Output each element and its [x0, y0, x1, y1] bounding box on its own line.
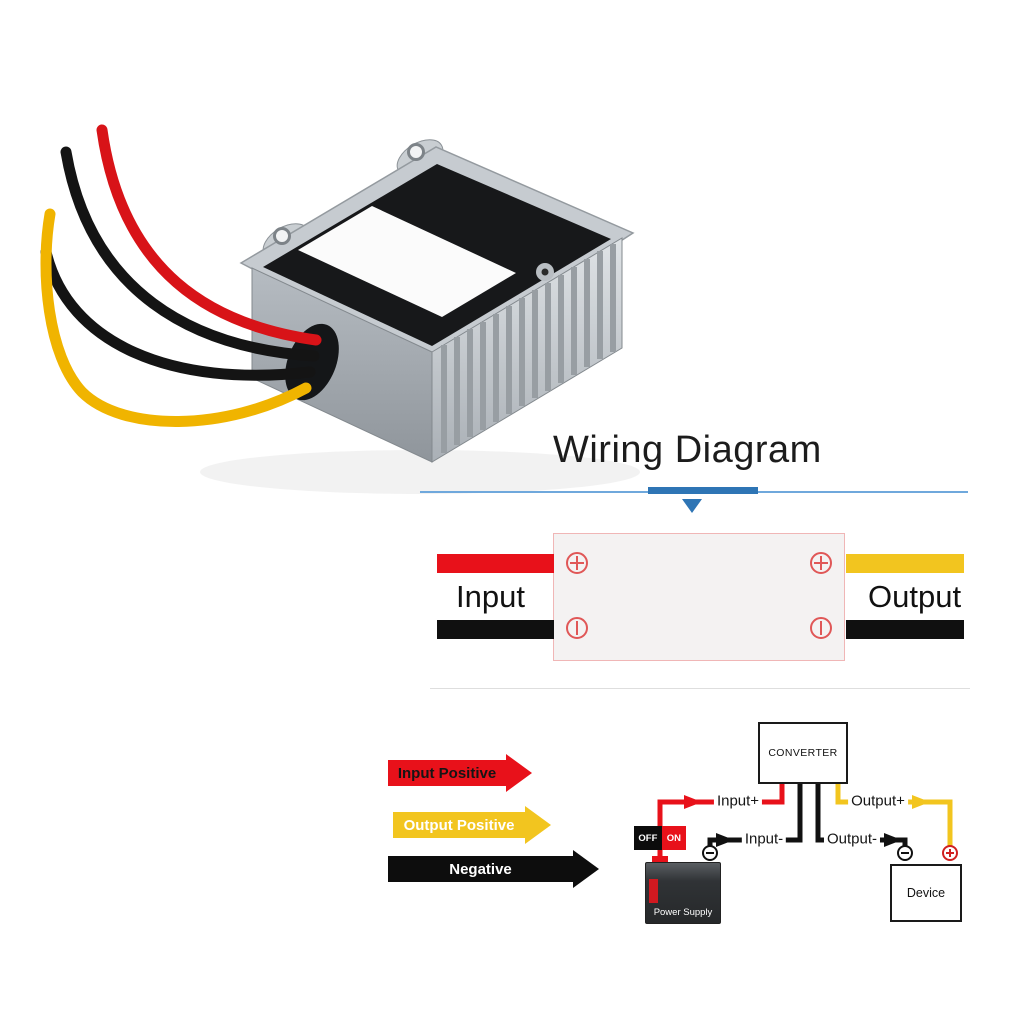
output-positive-wire-bar [846, 554, 964, 573]
input-positive-wire-bar [437, 554, 554, 573]
flow-arrow-icon [912, 795, 930, 809]
wire-red [96, 124, 322, 346]
product-label [298, 206, 516, 317]
legend-label: Output Positive [403, 816, 515, 834]
switch-off-label: OFF [634, 826, 662, 850]
legend-input-positive: Input Positive [388, 754, 532, 792]
power-supply-label: Power Supply [653, 907, 713, 918]
plus-terminal-icon [942, 845, 958, 861]
section-divider [430, 688, 970, 689]
screw-hole-center [541, 268, 549, 276]
converter-label: CONVERTER [768, 747, 838, 759]
battery-stripe [649, 879, 658, 903]
mounting-hole-icon [273, 227, 291, 245]
input-negative-wire-bar [437, 620, 554, 639]
legend-negative: Negative [388, 850, 599, 888]
power-supply-box: Power Supply [645, 862, 721, 924]
legend-label: Input Positive [397, 764, 497, 782]
down-arrow-icon [682, 499, 702, 513]
converter-panel [553, 533, 845, 661]
output-label: Output [868, 579, 962, 614]
label-output-positive: Output+ [848, 792, 908, 810]
plus-terminal-icon [566, 552, 588, 574]
section-title: Wiring Diagram [553, 429, 822, 471]
wire-black [40, 246, 316, 381]
product-shadow [200, 450, 640, 494]
title-underline-accent [648, 487, 758, 494]
converter-product-photo [40, 124, 640, 494]
flow-arrow-icon [716, 833, 734, 847]
minus-terminal-icon [897, 845, 913, 861]
heatsink-fins [441, 244, 616, 453]
input-label: Input [456, 579, 525, 614]
minus-terminal-icon [702, 845, 718, 861]
output-negative-wire-bar [846, 620, 964, 639]
flow-arrow-icon [684, 795, 702, 809]
flow-arrow-icon [884, 833, 902, 847]
wire-yellow [40, 208, 312, 427]
converter-box: CONVERTER [758, 722, 848, 784]
battery-positive-connector [652, 856, 668, 864]
plus-terminal-icon [810, 552, 832, 574]
device-box: Device [890, 864, 962, 922]
switch-on-label: ON [661, 826, 686, 850]
power-switch: OFF ON [634, 826, 686, 850]
legend-label: Negative [449, 860, 512, 878]
wire-grommet [285, 323, 339, 401]
label-output-negative: Output- [823, 830, 881, 848]
label-input-negative: Input- [741, 830, 787, 848]
minus-terminal-icon [810, 617, 832, 639]
wire-black [60, 146, 320, 362]
minus-terminal-icon [566, 617, 588, 639]
legend-output-positive: Output Positive [393, 806, 551, 844]
mounting-hole-icon [407, 143, 425, 161]
label-input-positive: Input+ [713, 792, 763, 810]
device-label: Device [906, 886, 946, 900]
